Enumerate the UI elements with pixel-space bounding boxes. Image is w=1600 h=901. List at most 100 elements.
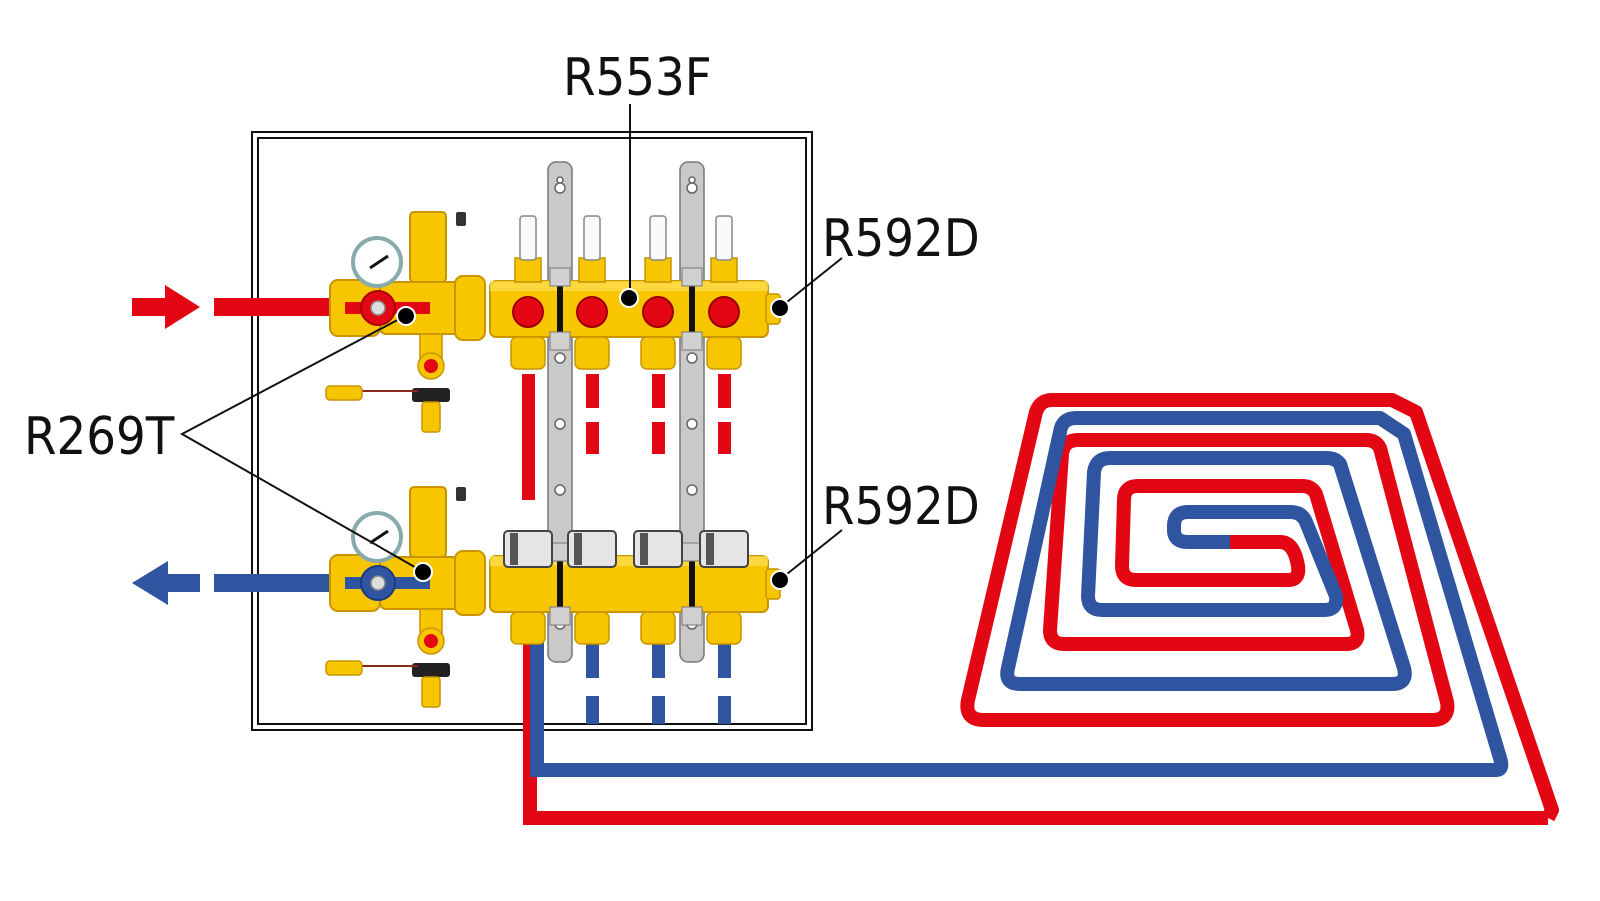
air-vent [409,486,447,558]
supply-inlet [132,285,336,329]
return-outlet-pipe [214,574,336,592]
bracket-hole [688,176,696,184]
circuit-outlet [510,611,546,645]
bracket-clamp-band [557,556,563,612]
bracket-clamp-band [689,281,695,337]
supply-circuit-dash [586,374,599,408]
thermometer-needle [369,254,389,270]
bracket-clip [549,331,571,351]
return-circuit-dash [586,696,599,724]
lockshield-valve-cap [642,296,674,328]
supply-arrow-icon [132,285,200,329]
bracket-hole [554,484,566,496]
label-r553f: R553F [563,48,712,108]
return-circuit-dash [718,644,731,678]
flow-meter-base [514,257,542,283]
return-circuit-pipes [586,644,731,724]
air-vent [409,211,447,283]
bracket-clamp-band [557,281,563,337]
circuit-outlet [640,611,676,645]
floor-heating-loop [960,393,1559,822]
circuit-outlet [706,611,742,645]
hose-barb [421,401,441,433]
supply-circuit-dash [652,374,665,408]
drain-valve-handle [424,359,438,373]
callout-dot-r269t-top [396,306,416,326]
drain-valve-handle [424,634,438,648]
return-circuit-dash [652,696,665,724]
air-vent-cap [456,212,466,226]
flow-meter-tube [583,215,601,261]
union-nut [454,275,486,341]
return-loop-spiral [1000,411,1509,777]
lockshield-valve-cap [512,296,544,328]
circuit-outlet [640,336,676,370]
bracket-hole [554,418,566,430]
circuit-outlet [574,336,610,370]
flow-meter-tube [649,215,667,261]
supply-circuit-dash [586,422,599,454]
drain-cap [325,385,363,401]
valve-cap-shade [706,533,714,565]
callout-dot-r269t-bottom [413,562,433,582]
label-r592d-top: R592D [822,209,980,269]
return-pipe-from-loop [530,642,1496,777]
return-circuit-dash [652,644,665,678]
return-arrow-icon [132,561,200,605]
supply-loop-spiral [960,393,1559,822]
manifold-highlight [490,556,768,566]
bracket-hole [686,418,698,430]
union-nut [454,550,486,616]
drain-cap [325,660,363,676]
circuit-outlet [574,611,610,645]
supply-circuit-dash [652,422,665,454]
bracket-clip [549,606,571,626]
bracket-hole [686,182,698,194]
leader-dots [396,288,790,590]
circuit-outlet [706,336,742,370]
flow-meter-base [710,257,738,283]
supply-circuit-pipes [522,374,731,500]
flow-meter-base [578,257,606,283]
supply-manifold [325,211,781,433]
supply-circuit-pipe [522,374,535,500]
bracket-clamp-band [689,556,695,612]
bracket-clip [681,331,703,351]
leader-lines [179,104,843,579]
valve-nut [370,575,386,591]
hose-connector-nut [412,663,450,677]
supply-circuit-dash [718,374,731,408]
lockshield-valve-cap [708,296,740,328]
callout-dot-r592d-bottom [770,570,790,590]
bracket-hole [556,176,564,184]
hose-connector-nut [412,388,450,402]
bracket-clip [681,606,703,626]
bracket-hole [554,352,566,364]
flow-meter-base [644,257,672,283]
flow-meter-tube [715,215,733,261]
lockshield-valve-cap [576,296,608,328]
bracket-hole [686,484,698,496]
valve-nut [370,300,386,316]
bracket-hole [554,182,566,194]
leader-r269t [179,315,421,571]
supply-circuit-dash [718,422,731,454]
circuit-outlet [510,336,546,370]
label-r592d-bottom: R592D [822,477,980,537]
valve-cap-shade [510,533,518,565]
label-r269t: R269T [24,407,175,467]
callout-dot-r553f [619,288,639,308]
supply-inlet-pipe [214,298,336,316]
valve-cap-shade [574,533,582,565]
hose-barb [421,676,441,708]
loop-feed-pipes [523,642,1548,825]
bracket-clip [549,267,571,287]
thermometer-needle [369,529,389,545]
return-manifold [325,486,781,708]
valve-cap-shade [640,533,648,565]
flow-meter-tube [519,215,537,261]
callout-dot-r592d-top [770,298,790,318]
leader-r592d-top [781,257,843,307]
bracket-clip [681,267,703,287]
